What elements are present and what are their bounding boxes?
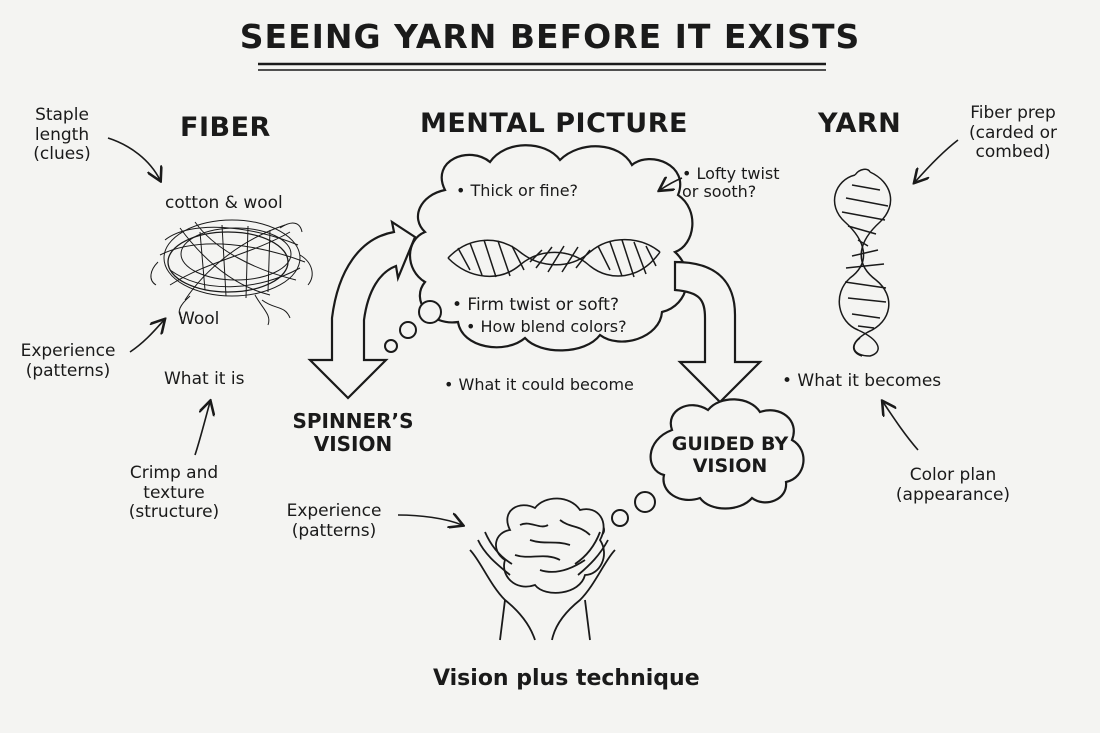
firm-twist-question: • Firm twist or soft?	[452, 295, 619, 315]
hands-holding-fiber-illustration	[469, 497, 616, 641]
what-it-becomes-label: • What it becomes	[782, 371, 942, 391]
spinners-vision-line-1: SPINNER’S	[292, 409, 414, 433]
annotation-arrows	[107, 137, 959, 525]
title-underline	[258, 62, 826, 71]
mental-picture-heading: MENTAL PICTURE	[420, 108, 688, 139]
staple-length-annotation: Staple length (clues)	[30, 105, 94, 165]
experience-center-line-2: (patterns)	[291, 520, 377, 541]
lofty-line-1: • Lofty twist	[682, 164, 780, 183]
fiber-tangle-illustration	[150, 219, 313, 326]
guided-vision-arrow	[673, 260, 763, 404]
twisted-skein-illustration	[447, 238, 661, 278]
wool-label: Wool	[178, 309, 220, 329]
blend-colors-question: • How blend colors?	[466, 317, 627, 336]
crimp-line-3: (structure)	[128, 502, 220, 523]
spinners-vision-line-2: VISION	[313, 432, 393, 456]
thick-or-fine-question: • Thick or fine?	[456, 181, 579, 200]
guided-vision-cloud	[649, 398, 805, 510]
fiber-prep-line-1: Fiber prep	[970, 103, 1056, 123]
guided-line-1: GUIDED BY	[671, 433, 789, 455]
crimp-texture-annotation: Crimp and texture (structure)	[122, 463, 226, 523]
experience-annotation-center: Experience (patterns)	[282, 501, 386, 541]
fiber-heading: FIBER	[180, 112, 271, 143]
color-plan-annotation: Color plan (appearance)	[890, 465, 1016, 505]
experience-left-line-2: (patterns)	[25, 360, 111, 381]
staple-line-3: (clues)	[33, 144, 91, 165]
color-plan-line-2: (appearance)	[895, 484, 1011, 505]
fiber-prep-line-2: (carded or	[969, 122, 1057, 143]
fiber-prep-annotation: Fiber prep (carded or combed)	[958, 103, 1068, 163]
yarn-skein-illustration	[833, 168, 892, 357]
color-plan-line-1: Color plan	[909, 465, 997, 485]
what-it-could-become-label: • What it could become	[444, 375, 634, 394]
crimp-line-2: texture	[143, 482, 205, 503]
guided-by-vision-label: GUIDED BY VISION	[670, 433, 790, 478]
experience-center-line-1: Experience	[286, 501, 382, 521]
experience-left-line-1: Experience	[20, 341, 116, 361]
lofty-twist-annotation: • Lofty twist or sooth?	[682, 164, 780, 202]
yarn-heading: YARN	[818, 108, 902, 139]
spinners-vision-label: SPINNER’S VISION	[285, 410, 421, 456]
spinner-vision-arrow	[307, 219, 417, 400]
fiber-prep-line-3: combed)	[975, 142, 1051, 163]
staple-line-2: length	[34, 124, 90, 145]
cotton-wool-label: cotton & wool	[165, 193, 283, 213]
experience-annotation-left: Experience (patterns)	[18, 341, 118, 381]
crimp-line-1: Crimp and	[129, 463, 219, 483]
what-it-is-label: What it is	[164, 369, 245, 389]
staple-line-1: Staple	[35, 105, 89, 125]
lofty-line-2: or sooth?	[682, 182, 757, 202]
page-title: SEEING YARN BEFORE IT EXISTS	[239, 17, 861, 56]
cloud-trail-circles	[384, 300, 442, 353]
guided-line-2: VISION	[692, 454, 768, 477]
vision-plus-technique-caption: Vision plus technique	[433, 666, 700, 691]
